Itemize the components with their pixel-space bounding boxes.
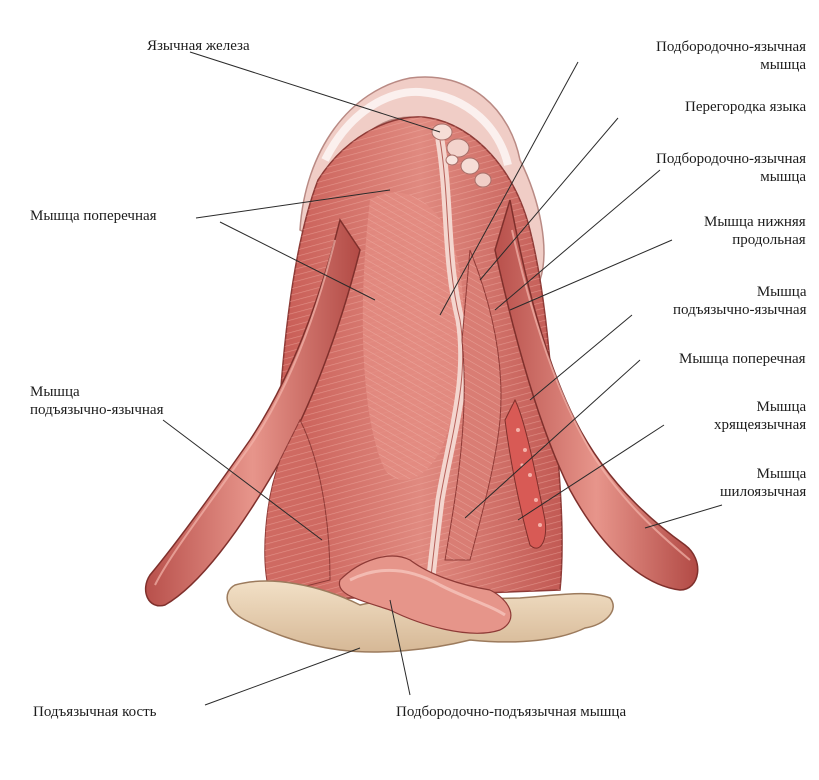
label-text: Мышца нижняя bbox=[704, 214, 806, 230]
lingual-gland bbox=[431, 123, 492, 188]
label-geniohyoid: Подбородочно-подъязычная мышца bbox=[396, 703, 626, 721]
label-text: Мышца bbox=[30, 384, 80, 400]
label-text: подъязычно-язычная bbox=[30, 402, 164, 418]
left-styloglossus bbox=[144, 218, 361, 607]
label-text: Перегородка языка bbox=[685, 99, 807, 115]
label-text: Мышца bbox=[756, 466, 807, 482]
label-lingual-gland: Язычная железа bbox=[147, 37, 250, 55]
label-text: продольная bbox=[732, 232, 806, 248]
label-chondroglossus: Мышца хрящеязычная bbox=[714, 398, 806, 434]
label-text: Мышца поперечная bbox=[30, 208, 157, 224]
label-inferior-longitudinal: Мышца нижняя продольная bbox=[704, 213, 806, 249]
label-text: Подбородочно-язычная bbox=[656, 39, 807, 55]
leader-lines bbox=[162, 51, 723, 706]
label-hyoid-bone: Подъязычная кость bbox=[33, 703, 157, 721]
label-text: Подъязычная кость bbox=[33, 704, 157, 720]
label-styloglossus: Мышца шилоязычная bbox=[720, 465, 806, 501]
label-genioglossus-mid: Подбородочно-язычная мышца bbox=[656, 150, 806, 186]
label-text: Мышца bbox=[756, 284, 807, 300]
label-transverse-left: Мышца поперечная bbox=[30, 207, 157, 225]
geniohyoid bbox=[338, 555, 512, 634]
label-genioglossus-top: Подбородочно-язычная мышца bbox=[656, 38, 806, 74]
chondroglossus bbox=[504, 398, 547, 549]
label-transverse-right: Мышца поперечная bbox=[679, 350, 806, 368]
label-text: Подбородочно-подъязычная мышца bbox=[396, 704, 627, 720]
label-text: мышца bbox=[760, 169, 807, 185]
label-text: шилоязычная bbox=[720, 484, 807, 500]
label-text: Мышца bbox=[756, 399, 807, 415]
label-hyoglossus-left: Мышца подъязычно-язычная bbox=[30, 383, 163, 419]
label-hyoglossus-right: Мышца подъязычно-язычная bbox=[673, 283, 806, 319]
mucosa-rim bbox=[299, 76, 545, 283]
label-text: подъязычно-язычная bbox=[673, 302, 807, 318]
label-text: Язычная железа bbox=[147, 38, 250, 54]
label-septum: Перегородка языка bbox=[685, 98, 806, 116]
label-text: Подбородочно-язычная bbox=[656, 151, 807, 167]
label-text: Мышца поперечная bbox=[679, 351, 806, 367]
label-text: мышца bbox=[760, 57, 807, 73]
label-text: хрящеязычная bbox=[714, 417, 807, 433]
